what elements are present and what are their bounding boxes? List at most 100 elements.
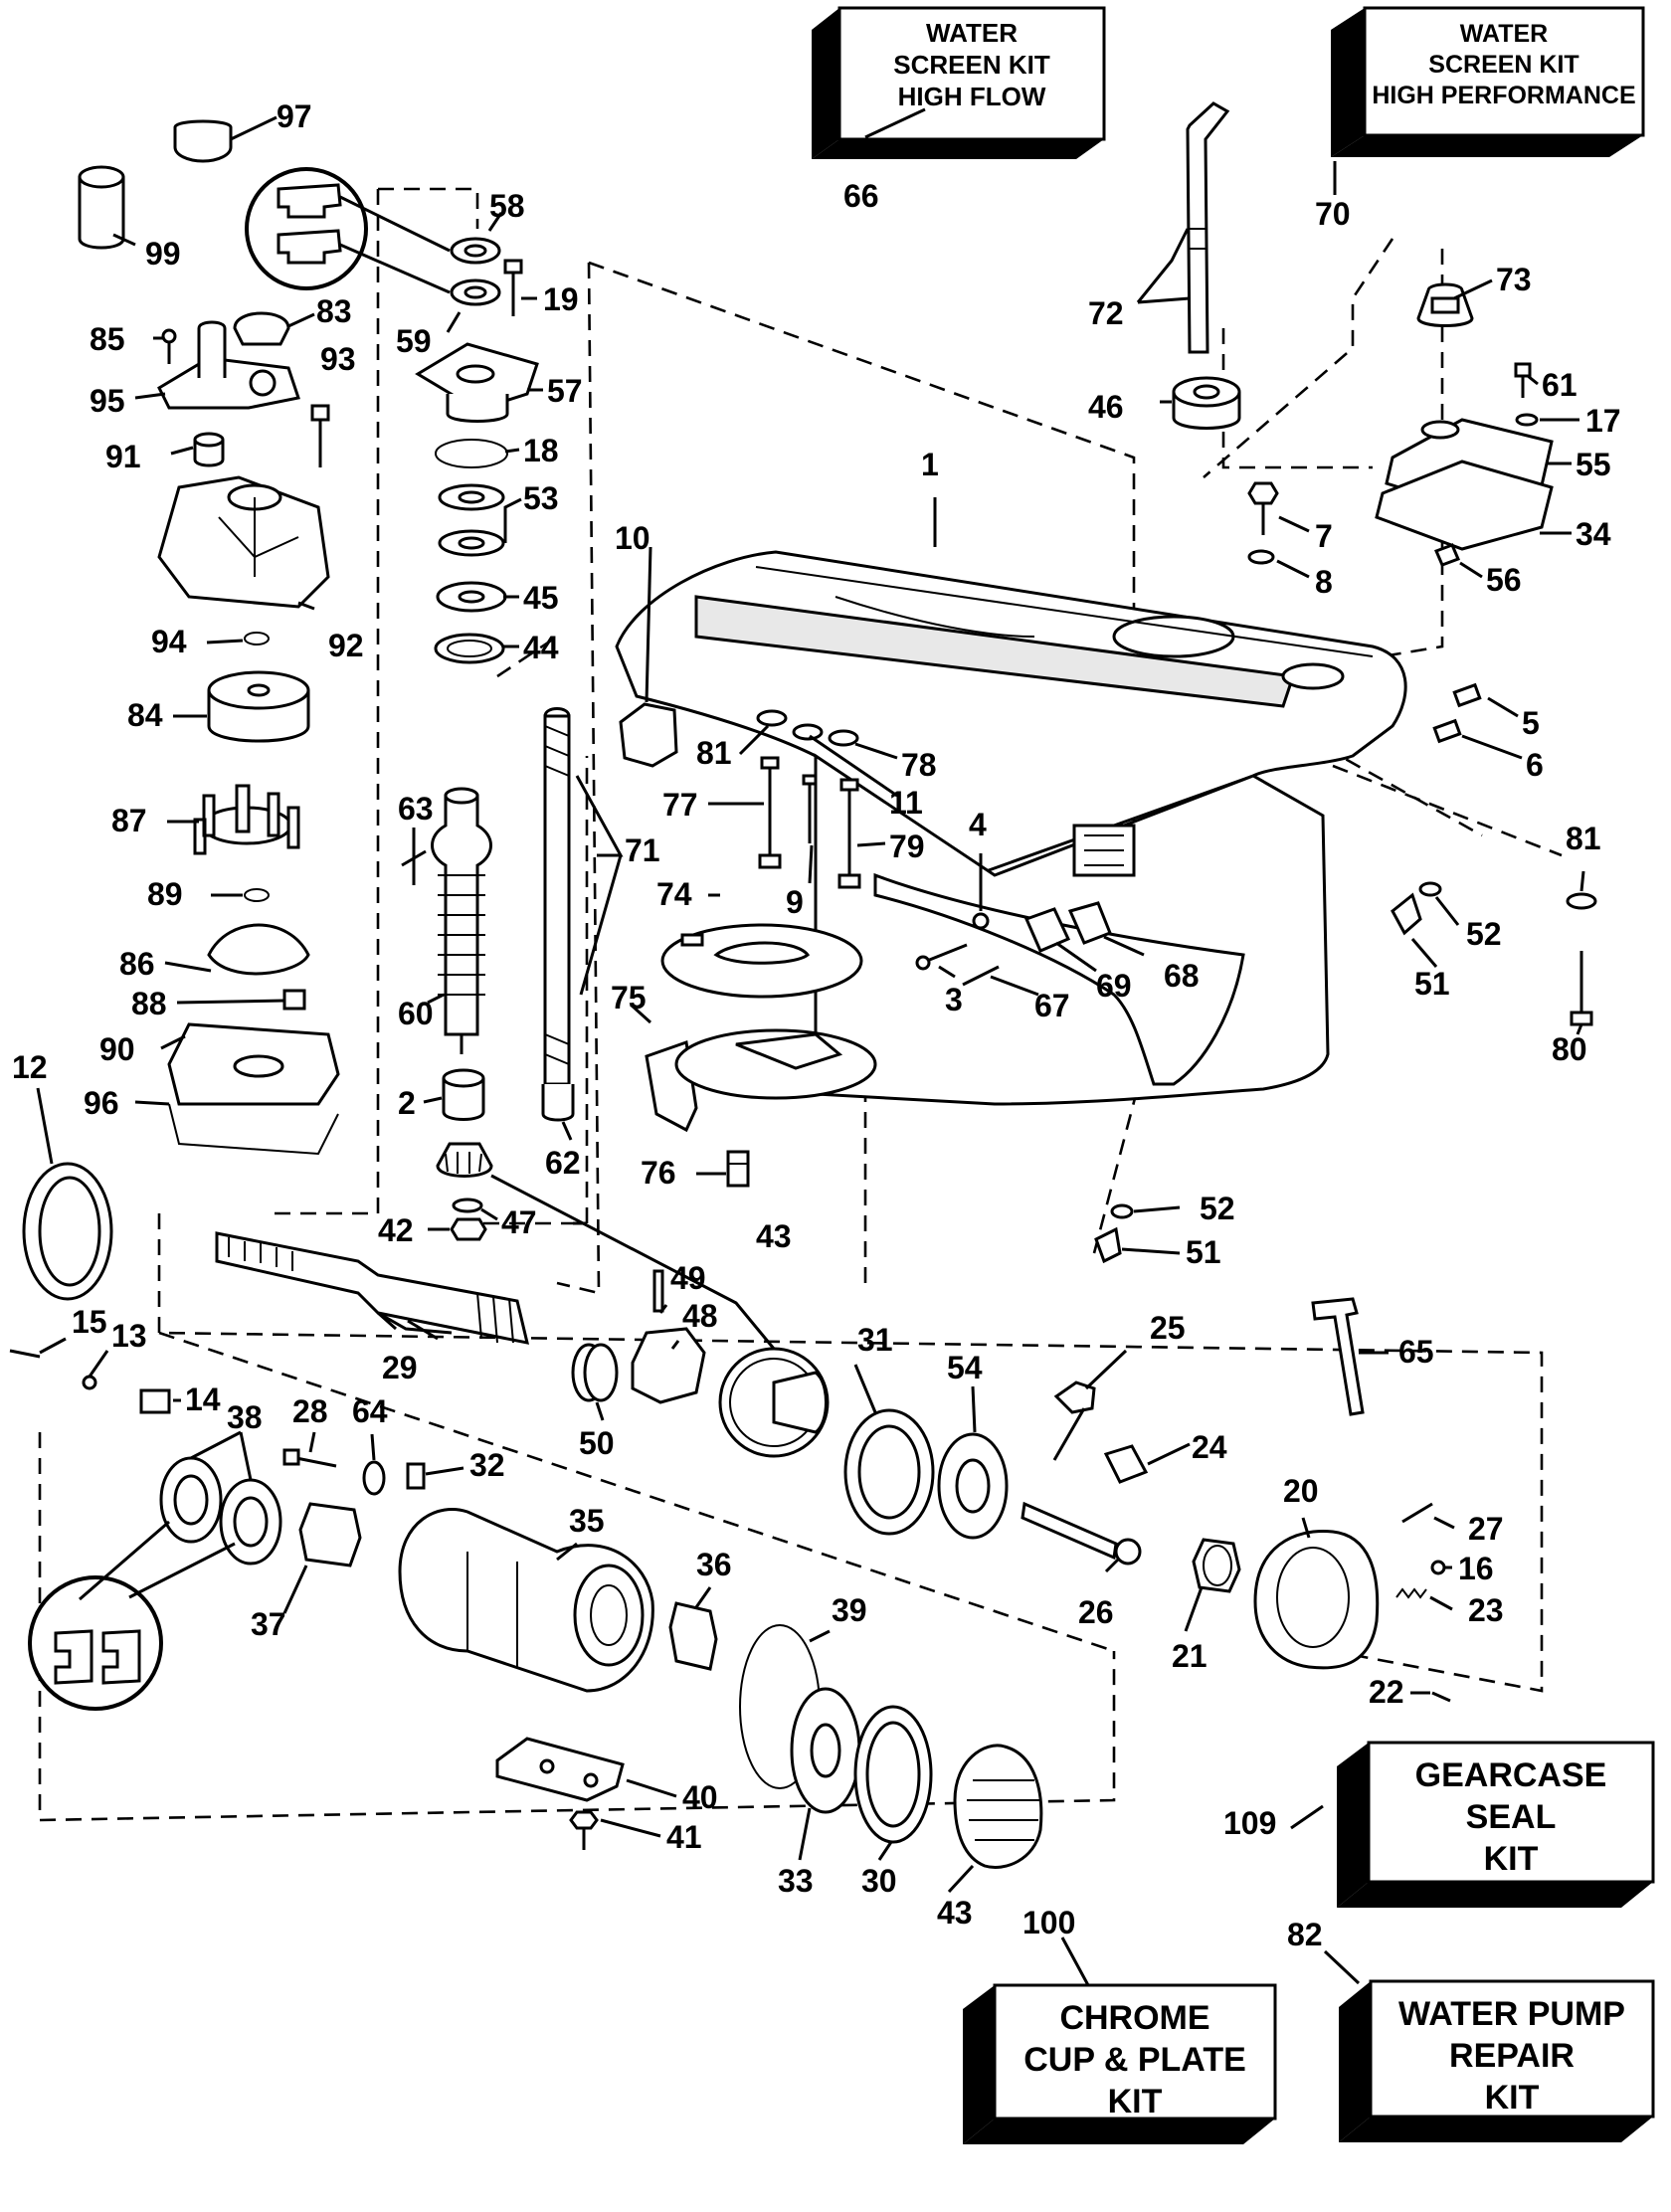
callout-46: 46 — [1088, 389, 1124, 425]
callout-68: 68 — [1164, 958, 1200, 994]
callout-94: 94 — [151, 624, 187, 659]
kit-70-line-2: SCREEN KIT — [1428, 51, 1578, 79]
callout-51-lower: 51 — [1186, 1234, 1221, 1270]
callout-20: 20 — [1283, 1473, 1319, 1509]
callout-54: 54 — [947, 1350, 983, 1385]
callout-15: 15 — [72, 1304, 107, 1340]
callout-75: 75 — [611, 980, 647, 1015]
callout-83: 83 — [316, 293, 352, 329]
gearcase-housing — [615, 497, 1407, 1106]
callout-84: 84 — [127, 697, 163, 733]
callout-14: 14 — [185, 1382, 221, 1417]
callout-100: 100 — [1022, 1905, 1075, 1940]
kit-100-line-1: CHROME — [1059, 1999, 1209, 2037]
callout-81-right: 81 — [1566, 821, 1601, 856]
callout-30: 30 — [861, 1863, 897, 1899]
callout-27: 27 — [1468, 1511, 1504, 1547]
callout-29: 29 — [382, 1350, 418, 1385]
callout-38: 38 — [227, 1399, 263, 1435]
callout-34: 34 — [1576, 516, 1611, 552]
callout-52-lower: 52 — [1200, 1191, 1235, 1226]
callout-32: 32 — [469, 1447, 505, 1483]
callout-40: 40 — [682, 1779, 718, 1815]
callout-79: 79 — [889, 829, 925, 864]
callout-41: 41 — [666, 1819, 702, 1855]
callout-78: 78 — [901, 747, 937, 783]
kit-box-water-screen-high-performance: WATER SCREEN KIT HIGH PERFORMANCE — [1331, 6, 1645, 157]
callout-6: 6 — [1526, 747, 1544, 783]
callout-67: 67 — [1034, 988, 1070, 1023]
callout-numbers: 97 99 83 85 95 93 91 92 94 84 87 89 86 8… — [12, 98, 1621, 1952]
callout-61: 61 — [1542, 367, 1578, 403]
callout-76: 76 — [641, 1155, 676, 1191]
kit-box-water-screen-high-flow: WATER SCREEN KIT HIGH FLOW — [812, 6, 1106, 159]
kit-109-line-1: GEARCASE — [1415, 1756, 1607, 1794]
callout-47: 47 — [501, 1204, 537, 1240]
callout-72: 72 — [1088, 295, 1124, 331]
callout-90: 90 — [99, 1031, 135, 1067]
callout-19: 19 — [543, 281, 579, 317]
callout-44: 44 — [523, 630, 559, 665]
callout-45: 45 — [523, 580, 559, 616]
callout-43-pinion: 43 — [756, 1218, 792, 1254]
callout-12: 12 — [12, 1049, 48, 1085]
seal-orientation-detail-top — [245, 167, 451, 294]
callout-81-left: 81 — [696, 735, 732, 771]
callout-97: 97 — [277, 98, 312, 134]
callout-87: 87 — [111, 803, 147, 838]
callout-96: 96 — [84, 1085, 119, 1121]
kit-70-line-3: HIGH PERFORMANCE — [1372, 82, 1635, 109]
callout-66: 66 — [843, 178, 879, 214]
driveshaft-stack — [401, 237, 575, 1241]
callout-63: 63 — [398, 791, 434, 827]
callout-1: 1 — [921, 447, 939, 482]
propshaft-assembly — [9, 1231, 1451, 1869]
callout-59: 59 — [396, 323, 432, 359]
callout-leader-lines — [36, 107, 1585, 1986]
kit-box-gearcase-seal: GEARCASE SEAL KIT — [1337, 1741, 1655, 1908]
callout-51-upper: 51 — [1414, 966, 1450, 1002]
assembly-guide-lines — [38, 187, 1563, 1822]
callout-55: 55 — [1576, 447, 1611, 482]
kit-100-line-3: KIT — [1108, 2083, 1163, 2120]
callout-53: 53 — [523, 480, 559, 516]
kit-66-line-1: WATER — [926, 18, 1018, 48]
callout-74: 74 — [656, 876, 692, 912]
callout-62: 62 — [545, 1145, 581, 1181]
callout-89: 89 — [147, 876, 183, 912]
callout-60: 60 — [398, 996, 434, 1031]
callout-48: 48 — [682, 1298, 718, 1334]
callout-77: 77 — [662, 787, 698, 823]
kit-82-line-1: WATER PUMP — [1398, 1995, 1625, 2033]
water-pump-assembly — [22, 119, 340, 1301]
callout-11: 11 — [889, 785, 923, 821]
callout-56: 56 — [1486, 562, 1522, 598]
callout-21: 21 — [1172, 1638, 1207, 1674]
callout-80: 80 — [1552, 1031, 1587, 1067]
callout-17: 17 — [1585, 403, 1621, 439]
callout-49: 49 — [670, 1260, 706, 1296]
kit-70-line-1: WATER — [1460, 20, 1548, 48]
callout-35: 35 — [569, 1503, 605, 1539]
callout-71: 71 — [625, 832, 660, 868]
callout-24: 24 — [1192, 1429, 1227, 1465]
callout-99: 99 — [145, 236, 181, 272]
kit-66-line-3: HIGH FLOW — [898, 82, 1046, 111]
callout-85: 85 — [90, 321, 125, 357]
callout-8: 8 — [1315, 564, 1333, 600]
callout-3: 3 — [945, 982, 963, 1017]
callout-5: 5 — [1522, 705, 1540, 741]
callout-92: 92 — [328, 628, 364, 663]
kit-82-line-3: KIT — [1485, 2079, 1540, 2117]
kit-109-line-2: SEAL — [1466, 1798, 1557, 1836]
callout-28: 28 — [292, 1393, 328, 1429]
callout-39: 39 — [832, 1592, 867, 1628]
callout-9: 9 — [786, 884, 804, 920]
water-tube-parts — [1172, 101, 1554, 744]
callout-82: 82 — [1287, 1917, 1323, 1952]
callout-50: 50 — [579, 1425, 615, 1461]
callout-91: 91 — [105, 439, 141, 474]
callout-93: 93 — [320, 341, 356, 377]
callout-58: 58 — [489, 188, 525, 224]
